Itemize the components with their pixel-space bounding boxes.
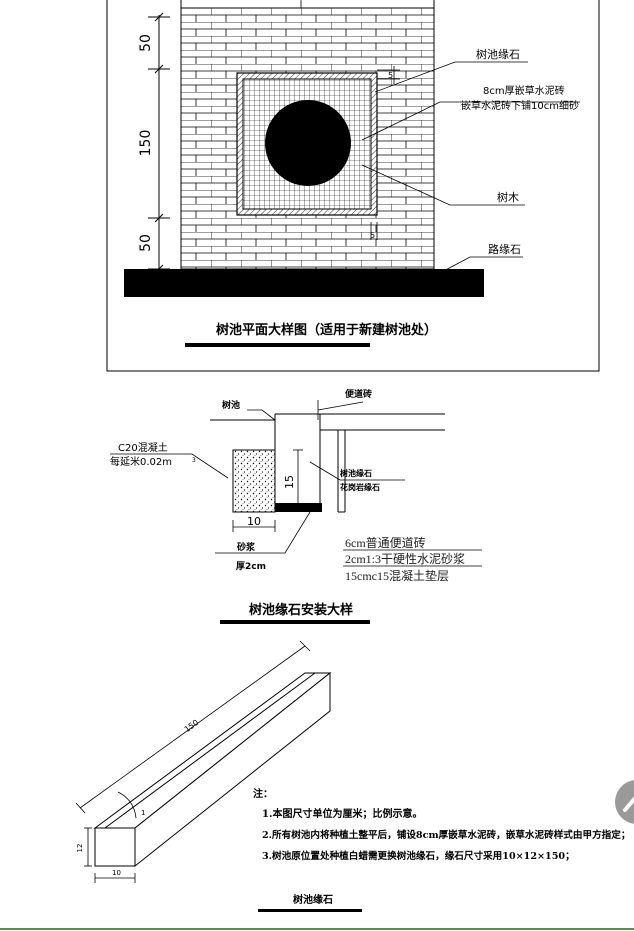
label-mortar-thickness: 厚2cm xyxy=(236,561,266,572)
section-title: 树池缘石安装大样 xyxy=(249,602,353,618)
dim-width-10: 10 xyxy=(112,869,121,877)
concrete-leader xyxy=(110,453,229,479)
label-road-curb: 路缘石 xyxy=(488,243,521,256)
notes: 注： 1.本图尺寸单位为厘米；比例示意。 2.所有树池内将种植土整平后，铺设8c… xyxy=(253,787,630,862)
curb-stone-isometric: 150 12 10 1 树池缘石 xyxy=(75,640,362,912)
label-curb-section: 树池缘石 xyxy=(340,468,372,478)
dim-10: 10 xyxy=(247,515,261,528)
note-3: 3.树池原位置处种植白蜡需更换树池缘石，缘石尺寸采用10×12×150； xyxy=(262,850,575,862)
plan-dimension-chain xyxy=(148,12,170,274)
plan-view: 50 150 50 5 5 树池缘石 8cm厚嵌草水泥砖 嵌草水泥砖下铺10cm… xyxy=(106,0,600,372)
dim-height-12: 12 xyxy=(76,844,84,853)
dim-mid-150: 150 xyxy=(138,130,154,157)
label-tree: 树木 xyxy=(497,190,519,204)
plan-leaders xyxy=(361,61,580,274)
label-concrete-per-meter: 每延米0.02m xyxy=(110,455,172,468)
mortar-bed xyxy=(275,503,322,512)
dim-15: 15 xyxy=(283,475,296,489)
label-concrete-sup: 3 xyxy=(192,457,196,464)
dim-chamfer: 1 xyxy=(141,809,145,817)
tree-trunk xyxy=(265,100,351,186)
note-2: 2.所有树池内将种植土整平后，铺设8cm厚嵌草水泥砖，嵌草水泥砖样式由甲方指定； xyxy=(262,829,630,841)
dim-top-50: 50 xyxy=(138,34,154,52)
label-granite-curb: 花岗岩缘石 xyxy=(340,482,380,492)
section-detail: 树池 便道砖 15 10 xyxy=(110,388,482,624)
curb-width-dims xyxy=(370,66,400,240)
notes-heading: 注： xyxy=(253,787,273,800)
label-sidewalk-brick: 便道砖 xyxy=(345,388,372,400)
stone-title-underline xyxy=(258,909,362,912)
label-tree-pit: 树池 xyxy=(222,399,240,411)
label-grass-brick: 8cm厚嵌草水泥砖 xyxy=(483,84,565,97)
label-c20-concrete: C20混凝土 xyxy=(118,441,168,454)
layer-1: 6cm普通便道砖 xyxy=(345,535,426,550)
plan-frame xyxy=(106,0,600,372)
plan-title: 树池平面大样图（适用于新建树池处） xyxy=(216,322,437,338)
chevron-up-icon xyxy=(623,796,634,812)
dim-bottom-50: 50 xyxy=(138,234,154,252)
mortar-leader xyxy=(215,511,311,554)
dim-curb-5b: 5 xyxy=(370,231,375,240)
layer-3: 15cmc15混凝土垫层 xyxy=(345,568,449,583)
layer-2: 2cm1:3干硬性水泥砂浆 xyxy=(345,551,465,566)
dim-curb-5: 5 xyxy=(388,71,393,80)
paving-layers: 6cm普通便道砖 2cm1:3干硬性水泥砂浆 15cmc15混凝土垫层 xyxy=(343,535,482,583)
stone-dims xyxy=(75,640,311,883)
section-dims xyxy=(232,449,303,532)
road-curb-band xyxy=(124,269,484,297)
dim-length-150: 150 xyxy=(183,718,201,734)
section-leaders-top xyxy=(247,400,364,421)
stone-body xyxy=(93,671,332,868)
scroll-to-top-button[interactable] xyxy=(615,780,634,824)
concrete-foundation xyxy=(232,449,276,513)
label-grass-brick-sand: 嵌草水泥砖下铺10cm细砂 xyxy=(461,99,579,112)
plan-title-underline xyxy=(185,343,370,347)
label-mortar: 砂浆 xyxy=(237,541,256,553)
section-title-underline xyxy=(220,620,370,624)
note-1: 1.本图尺寸单位为厘米；比例示意。 xyxy=(262,807,422,820)
label-tree-pit-curb: 树池缘石 xyxy=(476,47,520,61)
curb-leader xyxy=(309,461,405,481)
stone-title: 树池缘石 xyxy=(293,893,333,906)
